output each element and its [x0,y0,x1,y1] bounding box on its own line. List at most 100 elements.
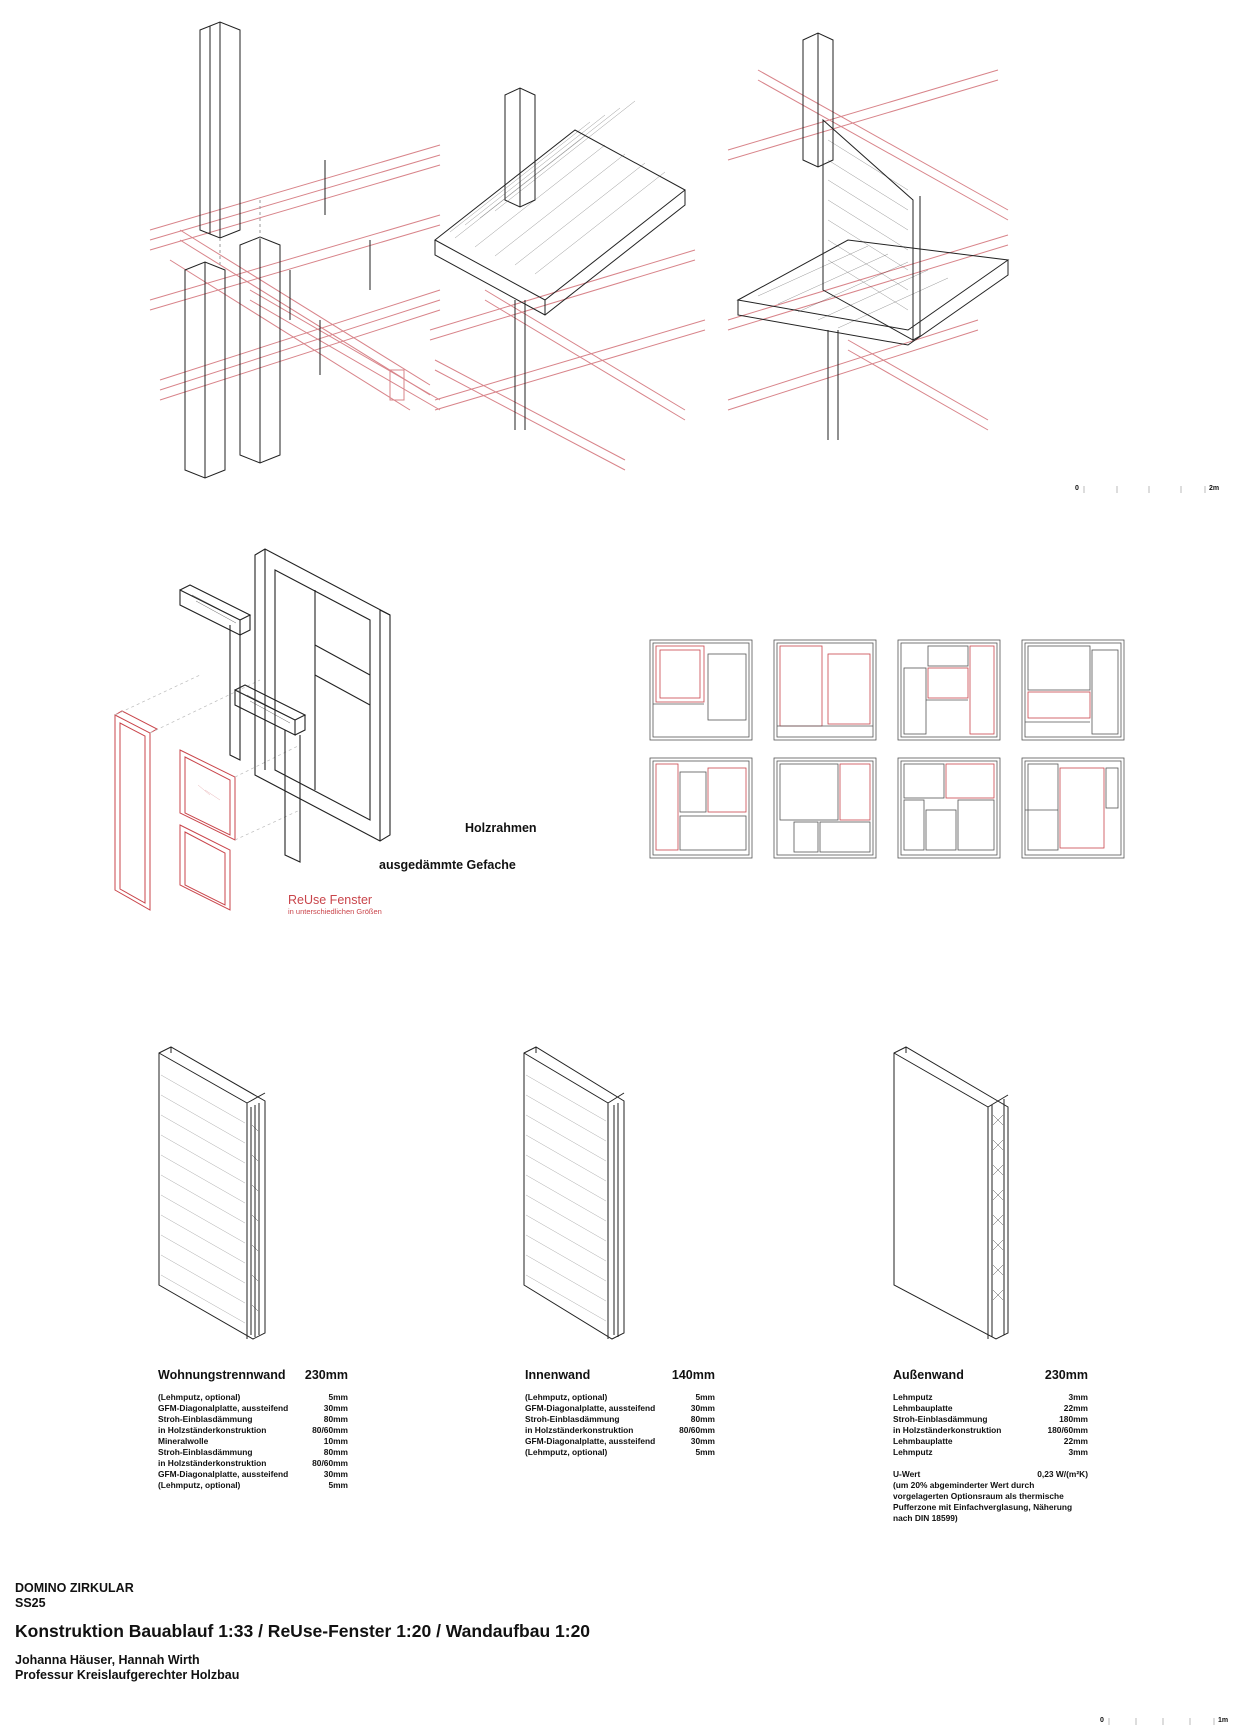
layer-row: Stroh-Einblasdämmung 80mm [158,1414,348,1425]
layer-label: Stroh-Einblasdämmung [525,1414,620,1424]
layer-label: Lehmbauplatte [893,1403,953,1413]
layer-value: 180mm [1059,1414,1088,1424]
layer-value: 80/60mm [312,1458,348,1468]
layer-label: Lehmputz [893,1447,933,1457]
layer-row: Lehmbauplatte 22mm [893,1436,1088,1447]
label-reuse-fenster: ReUse Fenster [288,893,373,907]
layer-label: (Lehmputz, optional) [158,1392,241,1402]
window-configurations-grid [649,639,1125,859]
project-name: DOMINO ZIRKULAR [15,1581,134,1595]
layer-row: Stroh-Einblasdämmung 80mm [525,1414,715,1425]
layer-label: GFM-Diagonalplatte, aussteifend [158,1469,289,1479]
layer-value: 30mm [323,1403,348,1413]
layer-label: in Holzständerkonstruktion [525,1425,634,1435]
layer-row: GFM-Diagonalplatte, aussteifend 30mm [525,1403,715,1414]
wall-name: Innenwand [525,1368,591,1382]
chair: Professur Kreislaufgerechter Holzbau [15,1668,240,1682]
layer-label: (Lehmputz, optional) [525,1392,608,1402]
scale-bar-top-ticks [1083,486,1206,493]
layer-label: (Lehmputz, optional) [158,1480,241,1490]
layer-row: (Lehmputz, optional) 5mm [158,1480,348,1491]
u-value-row: U-Wert 0,23 W/(m²K) [893,1469,1088,1480]
scale-bar-top-end: 2m [1209,485,1220,492]
layer-value: 22mm [1063,1436,1088,1446]
footer: DOMINO ZIRKULAR SS25 Konstruktion Bauabl… [15,1581,590,1683]
layer-row: Mineralwolle 10mm [158,1436,348,1447]
layer-label: in Holzständerkonstruktion [158,1425,267,1435]
layer-label: GFM-Diagonalplatte, aussteifend [525,1436,656,1446]
layer-value: 10mm [323,1436,348,1446]
scale-bar-bottom-end: 1m [1218,1717,1229,1724]
scale-bar-top-start: 0 [1075,485,1079,492]
layer-label: in Holzständerkonstruktion [158,1458,267,1468]
wall-spec-innenwand: Innenwand 140mm (Lehmputz, optional) 5mm … [525,1368,715,1458]
label-holzrahmen: Holzrahmen [465,821,537,835]
reuse-window-exploded-drawing [114,548,391,911]
layer-row: (Lehmputz, optional) 5mm [158,1392,348,1403]
u-value: 0,23 W/(m²K) [1037,1469,1088,1479]
layer-value: 80mm [323,1414,348,1424]
layer-row: Lehmbauplatte 22mm [893,1403,1088,1414]
layer-value: 80mm [323,1447,348,1457]
page-title: Konstruktion Bauablauf 1:33 / ReUse-Fens… [15,1621,591,1641]
wall-name: Wohnungstrennwand [158,1368,286,1382]
layer-label: Lehmputz [893,1392,933,1402]
layer-row: in Holzständerkonstruktion 80/60mm [158,1425,348,1436]
semester: SS25 [15,1596,46,1610]
scale-bar-bottom: 0 1m [1100,1717,1230,1729]
layer-row: Lehmputz 3mm [893,1447,1088,1458]
layer-row: Stroh-Einblasdämmung 180mm [893,1414,1088,1425]
layer-label: GFM-Diagonalplatte, aussteifend [158,1403,289,1413]
layer-label: Lehmbauplatte [893,1436,953,1446]
scale-bar-bottom-start: 0 [1100,1717,1104,1724]
layer-value: 180/60mm [1047,1425,1088,1435]
layer-value: 5mm [328,1480,348,1490]
layer-value: 30mm [323,1469,348,1479]
wall-layers: (Lehmputz, optional) 5mm GFM-Diagonalplat… [158,1392,348,1491]
layer-label: in Holzständerkonstruktion [893,1425,1002,1435]
layer-row: GFM-Diagonalplatte, aussteifend 30mm [158,1469,348,1480]
layer-value: 80mm [690,1414,715,1424]
label-reuse-sub: in unterschiedlichen Größen [288,907,382,916]
label-gefache: ausgedämmte Gefache [379,858,516,872]
layer-value: 3mm [1068,1392,1088,1402]
wall-spec-aussenwand: Außenwand 230mm Lehmputz 3mm Lehmbauplatt… [893,1368,1088,1524]
layer-row: in Holzständerkonstruktion 80/60mm [158,1458,348,1469]
layer-value: 5mm [328,1392,348,1402]
layer-label: (Lehmputz, optional) [525,1447,608,1457]
layer-value: 80/60mm [312,1425,348,1435]
layer-row: (Lehmputz, optional) 5mm [525,1392,715,1403]
layer-value: 30mm [690,1403,715,1413]
wall-thickness: 230mm [304,1368,348,1382]
layer-value: 5mm [695,1392,715,1402]
u-value-label: U-Wert [893,1469,921,1479]
layer-value: 3mm [1068,1447,1088,1457]
layer-row: (Lehmputz, optional) 5mm [525,1447,715,1458]
wall-thickness: 140mm [671,1368,715,1382]
wall-drawing-innenwand [523,1046,625,1340]
layer-row: in Holzständerkonstruktion 180/60mm [893,1425,1088,1436]
wall-name: Außenwand [893,1368,964,1382]
construction-step-3-drawing [727,32,1010,440]
wall-spec-wohnungstrennwand: Wohnungstrennwand 230mm (Lehmputz, optio… [158,1368,348,1491]
layer-label: GFM-Diagonalplatte, aussteifend [525,1403,656,1413]
layer-label: Stroh-Einblasdämmung [158,1414,253,1424]
authors: Johanna Häuser, Hannah Wirth [15,1653,200,1667]
wall-layers: (Lehmputz, optional) 5mm GFM-Diagonalplat… [525,1392,715,1458]
layer-value: 22mm [1063,1403,1088,1413]
layer-label: Mineralwolle [158,1436,209,1446]
construction-step-2-drawing [429,87,706,471]
wall-layers: Lehmputz 3mm Lehmbauplatte 22mm Stroh-Einb… [893,1392,1088,1524]
scale-bar-top: 0 2m [1075,485,1225,497]
layer-label: Stroh-Einblasdämmung [893,1414,988,1424]
construction-step-1-drawing [149,21,441,479]
layer-row: Stroh-Einblasdämmung 80mm [158,1447,348,1458]
u-value-note: (um 20% abgeminderter Wert durch vorgela… [893,1480,1073,1523]
scale-bar-bottom-ticks [1108,1718,1215,1725]
layer-label: Stroh-Einblasdämmung [158,1447,253,1457]
wall-drawing-wohnungstrennwand [158,1046,266,1340]
wall-thickness: 230mm [1044,1368,1088,1382]
layer-value: 5mm [695,1447,715,1457]
